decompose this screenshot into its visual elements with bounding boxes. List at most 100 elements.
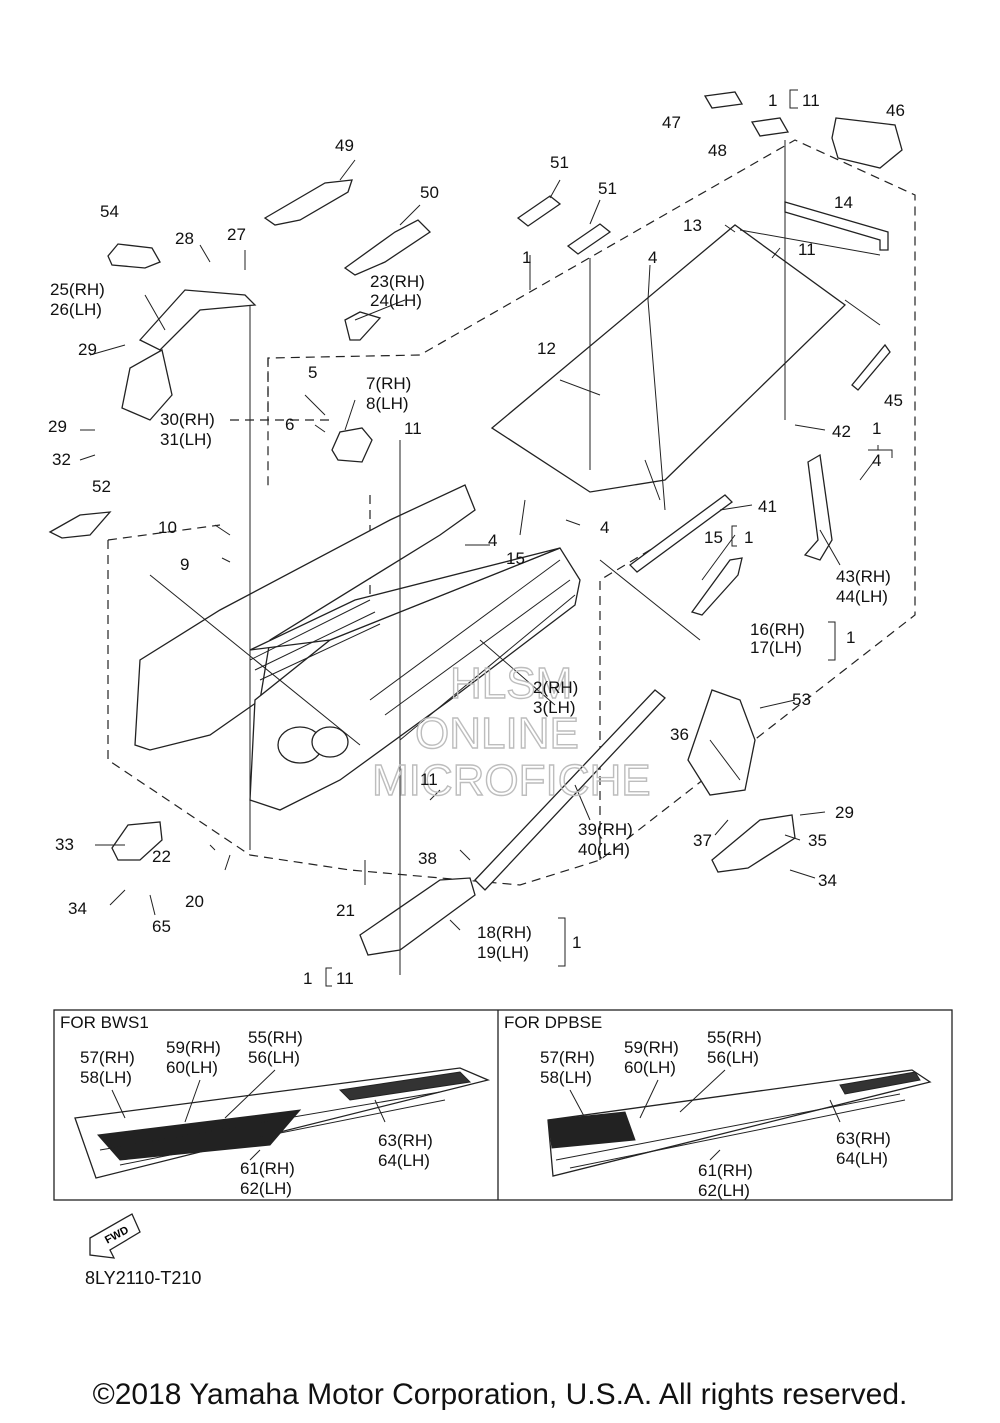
callout-41: 41 xyxy=(758,497,777,516)
decal-52 xyxy=(48,511,112,539)
bws1-decal xyxy=(74,1067,491,1179)
dpbse-label-58: 58(LH) xyxy=(540,1068,592,1087)
bws1-label-61: 61(RH) xyxy=(240,1159,295,1178)
callout-group-1-4-b: 4 xyxy=(872,451,881,470)
callout-11c: 11 xyxy=(420,770,438,789)
top-deck-panel xyxy=(490,224,881,493)
callout-47: 47 xyxy=(662,113,681,132)
callout-group-1-11-top-b: 11 xyxy=(802,91,820,110)
part-23-24 xyxy=(344,311,382,341)
callout-48: 48 xyxy=(708,141,727,160)
callout-46: 46 xyxy=(886,101,905,120)
callout-37: 37 xyxy=(693,831,712,850)
callout-43: 43(RH) xyxy=(836,567,891,586)
footrest-part-33 xyxy=(111,821,163,861)
decal-51a xyxy=(516,195,562,227)
callout-7: 7(RH) xyxy=(366,374,411,393)
callout-49: 49 xyxy=(335,136,354,155)
callout-27: 27 xyxy=(227,225,246,244)
callout-30: 30(RH) xyxy=(160,410,215,429)
callout-24: 24(LH) xyxy=(370,291,422,310)
callout-44: 44(LH) xyxy=(836,587,888,606)
bracket-7-8 xyxy=(331,427,373,463)
decal-49 xyxy=(263,179,353,226)
tunnel-frame xyxy=(134,484,581,811)
callout-50: 50 xyxy=(420,183,439,202)
dpbse-decal xyxy=(547,1069,932,1177)
group-brackets xyxy=(325,89,893,987)
watermark-line-1: HLSM xyxy=(450,659,572,708)
dpbse-label-56: 56(LH) xyxy=(707,1048,759,1067)
callout-10: 10 xyxy=(158,518,177,537)
callout-20: 20 xyxy=(185,892,204,911)
callout-group-15-1-a: 15 xyxy=(704,528,723,547)
callout-39: 39(RH) xyxy=(578,820,633,839)
callout-31: 31(LH) xyxy=(160,430,212,449)
handle-part-25 xyxy=(138,289,257,351)
callout-29a: 29 xyxy=(78,340,97,359)
callout-42: 42 xyxy=(832,422,851,441)
box-title-bws1: FOR BWS1 xyxy=(60,1013,149,1032)
callout-14: 14 xyxy=(834,193,853,212)
callout-group-1-11-top-a: 1 xyxy=(768,91,777,110)
decal-48 xyxy=(750,117,790,137)
callout-29c: 29 xyxy=(835,803,854,822)
callout-8: 8(LH) xyxy=(366,394,409,413)
bracket-part-36 xyxy=(687,689,756,796)
decal-47 xyxy=(703,91,744,109)
rail-41 xyxy=(629,494,733,573)
callout-17: 17(LH) xyxy=(750,638,802,657)
callout-labels: 1 11 46 47 48 49 51 50 51 14 54 13 28 27… xyxy=(48,91,905,988)
callout-23: 23(RH) xyxy=(370,272,425,291)
callout-group-16-1: 1 xyxy=(846,628,855,647)
bracket-part-30 xyxy=(121,349,173,421)
callout-11b: 11 xyxy=(404,419,422,438)
callout-group-1-4-a: 1 xyxy=(872,419,881,438)
callout-group-1-11-bottom-a: 1 xyxy=(303,969,312,988)
cover-part-54 xyxy=(107,243,161,269)
callout-15: 15 xyxy=(506,549,525,568)
callout-40: 40(LH) xyxy=(578,840,630,859)
watermark-line-3: MICROFICHE xyxy=(372,756,651,805)
watermark: HLSM ONLINE MICROFICHE xyxy=(371,658,651,805)
callout-4a: 4 xyxy=(648,248,657,267)
callout-13: 13 xyxy=(683,216,702,235)
watermark-line-2: ONLINE xyxy=(415,709,579,758)
callout-2: 2(RH) xyxy=(533,678,578,697)
bws1-label-63: 63(RH) xyxy=(378,1131,433,1150)
dpbse-label-60: 60(LH) xyxy=(624,1058,676,1077)
callout-4b: 4 xyxy=(600,518,609,537)
bws1-label-62: 62(LH) xyxy=(240,1179,292,1198)
decal-51b xyxy=(566,223,612,255)
callout-51a: 51 xyxy=(550,153,569,172)
callout-group-1-11-bottom-b: 11 xyxy=(336,969,354,988)
callout-group-18-1: 1 xyxy=(572,933,581,952)
callout-34a: 34 xyxy=(68,899,87,918)
callout-3: 3(LH) xyxy=(533,698,576,717)
callout-21: 21 xyxy=(336,901,355,920)
callout-53: 53 xyxy=(792,690,811,709)
callout-65: 65 xyxy=(152,917,171,936)
bws1-label-64: 64(LH) xyxy=(378,1151,430,1170)
callout-1: 1 xyxy=(522,248,531,267)
callout-16: 16(RH) xyxy=(750,620,805,639)
dpbse-label-64: 64(LH) xyxy=(836,1149,888,1168)
callout-35: 35 xyxy=(808,831,827,850)
decal-50 xyxy=(343,219,432,276)
callout-group-15-1-b: 1 xyxy=(744,528,753,547)
variant-boxes: FOR BWS1 FOR DPBSE 57(RH) 58(LH) 59(RH) … xyxy=(53,1009,953,1201)
callout-5: 5 xyxy=(308,363,317,382)
callout-51b: 51 xyxy=(598,179,617,198)
dpbse-label-63: 63(RH) xyxy=(836,1129,891,1148)
dpbse-label-61: 61(RH) xyxy=(698,1161,753,1180)
bracket-16 xyxy=(690,557,743,616)
callout-38: 38 xyxy=(418,849,437,868)
callout-36: 36 xyxy=(670,725,689,744)
callout-25: 25(RH) xyxy=(50,280,105,299)
leader-lines xyxy=(79,140,881,975)
callout-28: 28 xyxy=(175,229,194,248)
callout-11a: 11 xyxy=(798,240,816,259)
dpbse-label-62: 62(LH) xyxy=(698,1181,750,1200)
callout-6: 6 xyxy=(285,415,294,434)
